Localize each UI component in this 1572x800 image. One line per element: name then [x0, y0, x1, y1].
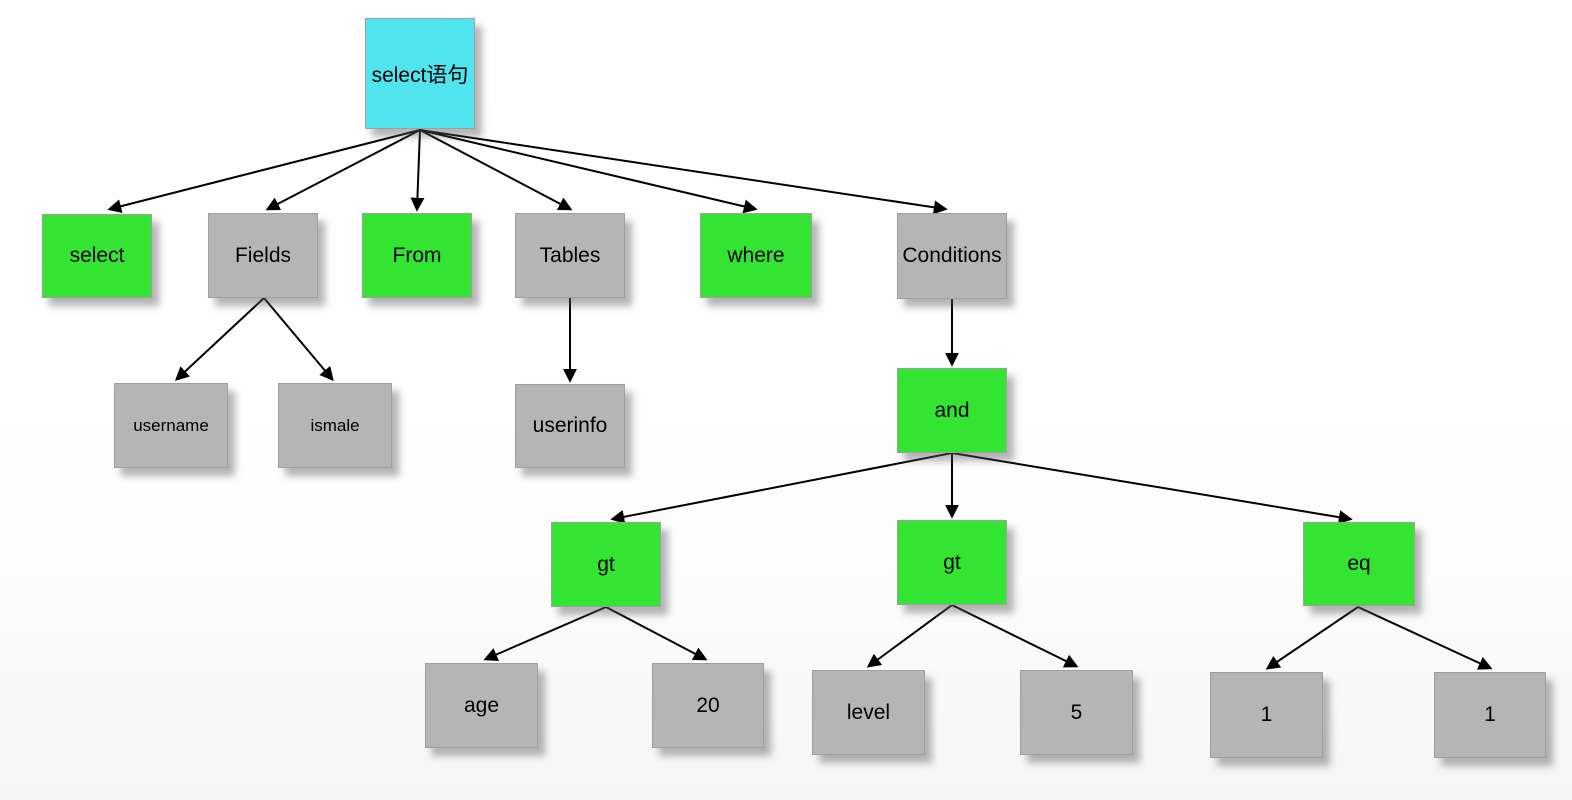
edge-gt1-num20 — [605, 606, 708, 661]
node-root: select语句 — [365, 18, 475, 129]
node-eq: eq — [1303, 522, 1415, 606]
node-gt2: gt — [897, 520, 1007, 605]
node-and: and — [897, 368, 1007, 453]
node-num20: 20 — [652, 663, 764, 748]
node-username: username — [114, 383, 228, 468]
node-userinfo: userinfo — [515, 384, 625, 468]
edge-eq-one1 — [1265, 606, 1359, 670]
edge-and-gt1 — [610, 452, 953, 524]
edge-and-eq — [951, 452, 1353, 525]
edge-fields-username — [174, 297, 265, 381]
node-select: select — [42, 214, 152, 298]
edge-root-tables — [419, 129, 573, 211]
node-ismale: ismale — [278, 383, 392, 468]
edge-gt2-num5 — [951, 604, 1079, 668]
node-from: From — [362, 213, 472, 298]
node-where: where — [700, 213, 812, 298]
node-one1: 1 — [1210, 672, 1323, 758]
edge-root-from — [410, 129, 425, 212]
edge-gt2-level — [866, 604, 953, 668]
edge-root-fields — [265, 129, 421, 211]
node-level: level — [812, 670, 925, 755]
edge-fields-ismale — [263, 297, 334, 382]
node-gt1: gt — [551, 522, 661, 607]
edge-root-select — [107, 129, 421, 214]
node-num5: 5 — [1020, 670, 1133, 755]
edge-gt1-age — [483, 606, 607, 661]
edge-root-where — [419, 129, 758, 214]
node-conditions: Conditions — [897, 213, 1007, 299]
node-tables: Tables — [515, 213, 625, 298]
node-age: age — [425, 663, 538, 748]
node-one2: 1 — [1434, 672, 1546, 758]
edge-eq-one2 — [1357, 606, 1493, 670]
node-fields: Fields — [208, 213, 318, 298]
edge-root-conditions — [419, 129, 948, 215]
